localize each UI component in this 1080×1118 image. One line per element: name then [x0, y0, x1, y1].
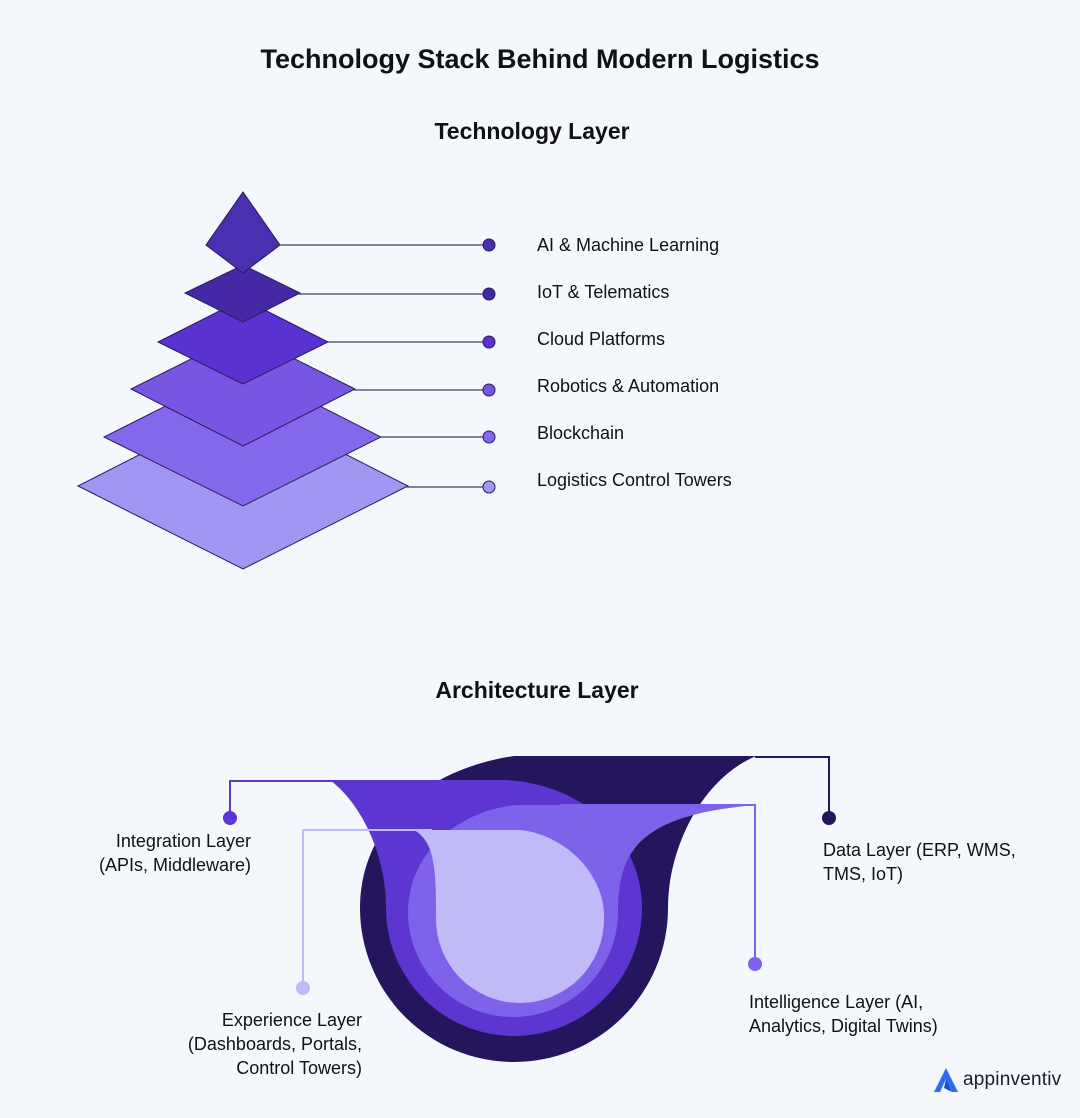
pyramid-layer-ai-ml	[205, 191, 281, 274]
marker-dot-integration	[223, 811, 237, 825]
tech-label-cloud-platforms: Cloud Platforms	[537, 329, 666, 349]
marker-dot-intelligence	[748, 957, 762, 971]
tech-label-robotics-automation: Robotics & Automation	[537, 376, 720, 396]
appinventiv-logo-icon	[934, 1068, 958, 1092]
arch-label-integration: Integration Layer (APIs, Middleware)	[98, 831, 251, 875]
connector-line-integration	[229, 780, 505, 818]
arch-label-experience: Experience Layer (Dashboards, Portals, C…	[187, 1010, 362, 1078]
pyramid-layer-robotics-automation	[129, 332, 357, 447]
marker-dot	[482, 287, 496, 301]
marker-dot-data	[822, 811, 836, 825]
technology-pyramid	[76, 191, 496, 570]
marker-dot	[482, 430, 496, 444]
marker-dot	[482, 383, 496, 397]
tech-label-iot-telematics: IoT & Telematics	[537, 282, 670, 302]
connector-line-intelligence	[560, 804, 756, 964]
technology-layer-heading: Technology Layer	[434, 118, 630, 144]
connector-line-data	[755, 756, 830, 818]
page-title: Technology Stack Behind Modern Logistics	[260, 44, 820, 74]
brand-name: appinventiv	[963, 1069, 1062, 1090]
architecture-layer-heading: Architecture Layer	[435, 677, 639, 703]
marker-dot	[482, 335, 496, 349]
connector-line-experience	[302, 829, 432, 988]
pyramid-layer-cloud-platforms	[156, 298, 330, 385]
brand-logo: appinventiv	[932, 1064, 1061, 1096]
arch-label-data: Data Layer (ERP, WMS, TMS, IoT)	[823, 840, 1016, 884]
architecture-ring-experience	[414, 830, 605, 1004]
tech-label-ai-ml: AI & Machine Learning	[537, 235, 720, 255]
marker-dot	[482, 238, 496, 252]
marker-dot	[482, 480, 496, 494]
marker-dot-experience	[296, 981, 310, 995]
tech-label-blockchain: Blockchain	[537, 423, 625, 443]
tech-label-logistics-control-towers: Logistics Control Towers	[537, 470, 732, 490]
pyramid-layer-iot-telematics	[183, 264, 302, 323]
arch-label-intelligence: Intelligence Layer (AI, Analytics, Digit…	[749, 992, 938, 1036]
